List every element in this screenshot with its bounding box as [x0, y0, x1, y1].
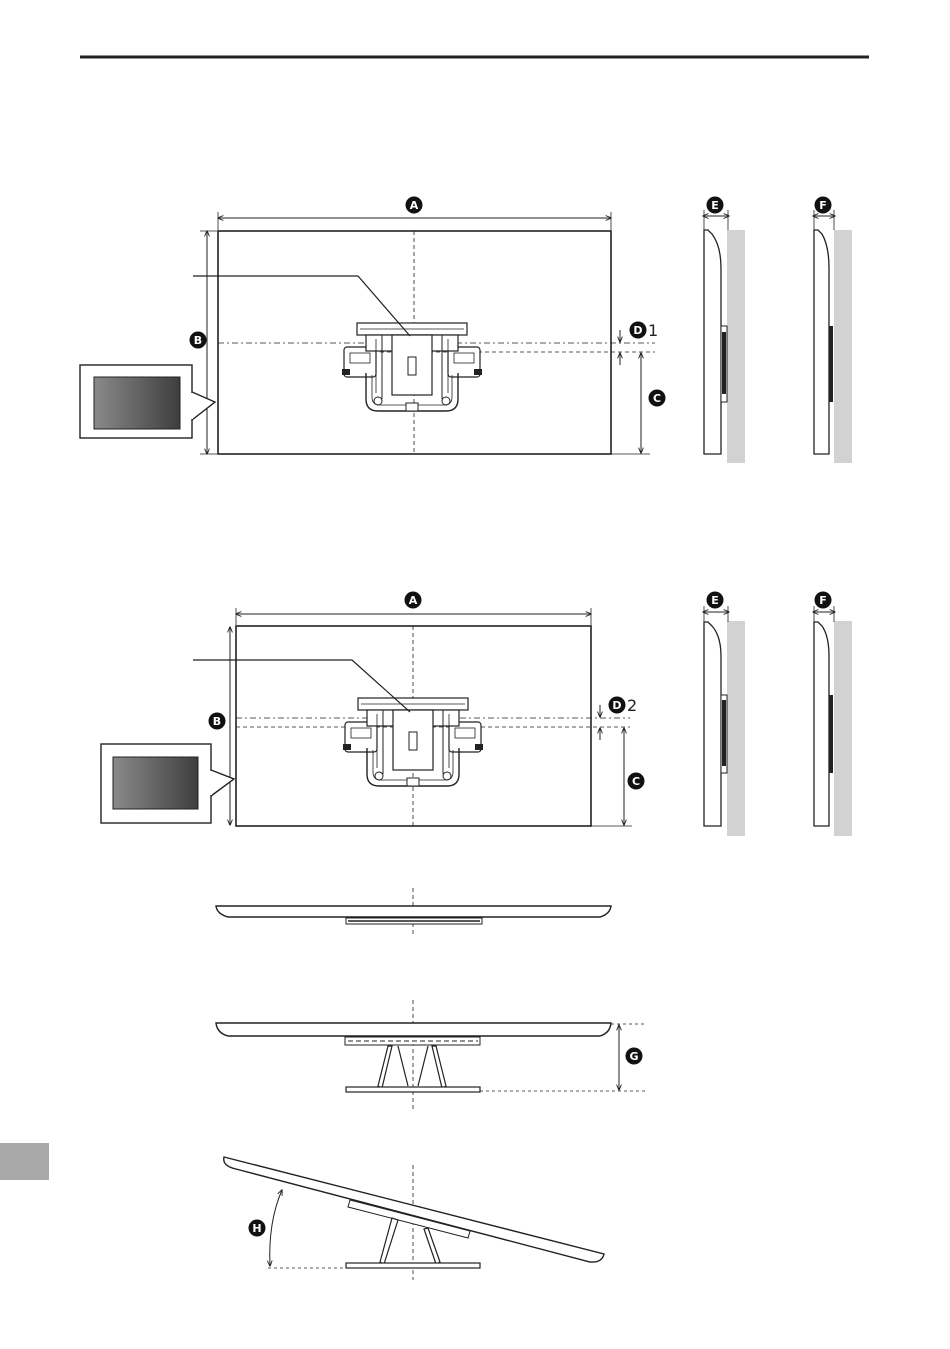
label-f-top: F — [815, 197, 832, 214]
figure-1-side-f — [813, 210, 852, 463]
label-e-mid: E — [707, 592, 724, 609]
label-b-text: B — [194, 334, 202, 347]
top-view-swivel — [224, 1157, 604, 1280]
label-a-mid: A — [405, 592, 422, 609]
label-b-text: B — [213, 715, 221, 728]
label-g: G — [626, 1048, 643, 1065]
label-c-top: C — [649, 390, 666, 407]
label-f-text: F — [819, 594, 827, 607]
label-a-text: A — [410, 199, 419, 212]
label-e-text: E — [711, 594, 719, 607]
figure-1-side-e — [703, 210, 745, 463]
label-a-text: A — [409, 594, 418, 607]
label-d1: D 1 — [630, 321, 659, 340]
top-view-flush — [216, 888, 611, 935]
label-c-text: C — [632, 775, 640, 788]
label-h: H — [249, 1220, 266, 1237]
figure-2-front-view — [101, 608, 632, 826]
label-b-mid: B — [209, 713, 226, 730]
label-d-text: D — [633, 324, 642, 337]
label-f-mid: F — [815, 592, 832, 609]
label-e-top: E — [707, 197, 724, 214]
label-d-suffix-2: 2 — [627, 696, 637, 715]
figure-1-front-view — [80, 212, 655, 454]
label-b-top: B — [190, 332, 207, 349]
label-a-top: A — [406, 197, 423, 214]
figure-2-side-e — [703, 606, 745, 836]
label-g-text: G — [629, 1050, 638, 1063]
label-e-text: E — [711, 199, 719, 212]
label-d-suffix-1: 1 — [648, 321, 658, 340]
top-view-extended — [216, 1000, 645, 1110]
label-d-text: D — [612, 699, 621, 712]
label-h-text: H — [252, 1222, 261, 1235]
label-c-text: C — [653, 392, 661, 405]
label-d2: D 2 — [609, 696, 638, 715]
label-f-text: F — [819, 199, 827, 212]
figure-2-side-f — [813, 606, 852, 836]
label-c-mid: C — [628, 773, 645, 790]
